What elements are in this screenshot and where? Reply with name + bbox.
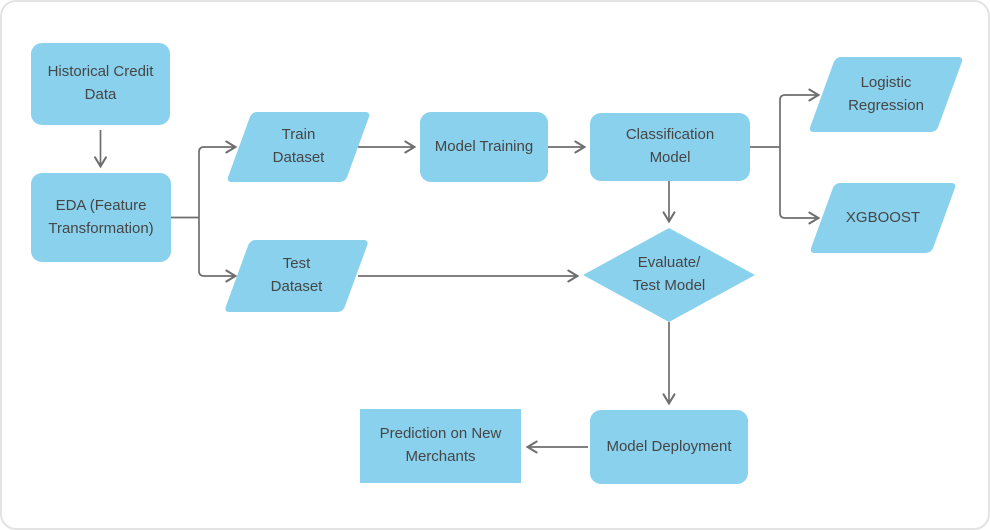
node-label: XGBOOST — [845, 208, 921, 226]
node-historical-credit-data: Historical Credit Data — [31, 43, 170, 125]
node-test-dataset: Test Dataset — [223, 240, 370, 312]
node-classification-model: Classification Model — [590, 113, 750, 181]
edge-classification-to-xgboost — [779, 147, 821, 225]
edge-eda-to-train — [198, 140, 238, 218]
node-logistic-regression: Logistic Regression — [808, 57, 964, 132]
node-model-training: Model Training — [420, 112, 548, 182]
node-prediction-on-new-merchants: Prediction on New Merchants — [360, 409, 521, 483]
node-label: Model Deployment — [606, 437, 732, 455]
node-train-dataset: Train Dataset — [226, 112, 371, 182]
node-label: Model Training — [434, 137, 534, 155]
node-label: Train Dataset — [272, 126, 325, 166]
edge-classification-to-logistic — [779, 88, 821, 147]
node-label: Historical Credit Data — [47, 63, 154, 103]
node-eda-feature-transformation: EDA (Feature Transformation) — [31, 173, 171, 262]
node-label: Test Dataset — [270, 255, 323, 295]
node-label: EDA (Feature Transformation) — [48, 196, 154, 237]
node-xgboost: XGBOOST — [809, 183, 957, 253]
node-model-deployment: Model Deployment — [590, 410, 748, 484]
node-label: Classification Model — [625, 126, 715, 166]
edge-eda-to-test — [198, 217, 238, 283]
node-label: Prediction on New Merchants — [379, 425, 502, 465]
node-evaluate-test-model: Evaluate/ Test Model — [583, 228, 755, 322]
node-label: Logistic Regression — [848, 73, 924, 114]
node-label: Evaluate/ Test Model — [632, 254, 706, 294]
